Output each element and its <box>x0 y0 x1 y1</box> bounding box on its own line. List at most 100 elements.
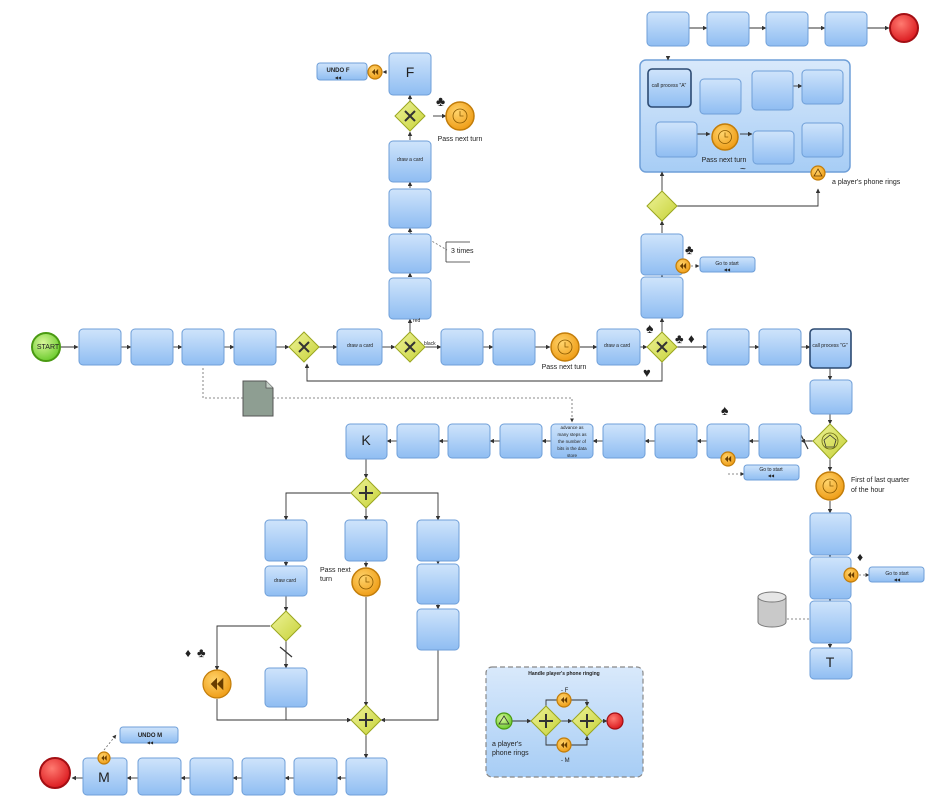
pass-turn-label-3: Pass next turn <box>702 157 747 164</box>
first-last-line-1: First of last quarter <box>851 477 910 484</box>
gateway-phone <box>646 190 678 222</box>
gateway-f-x-marker <box>404 110 416 122</box>
triangle-signal-icon <box>813 168 823 177</box>
task-main-7 <box>706 328 750 366</box>
go-start-event-2-rewind-icon <box>724 455 732 463</box>
three-times-label: 3 times <box>451 248 474 255</box>
task-right-1 <box>640 276 684 319</box>
flow-split-right <box>381 492 441 521</box>
gateway-main-1-x-marker <box>298 341 310 353</box>
first-last-line-2: of the hour <box>851 487 885 494</box>
turn-label: turn <box>320 576 332 583</box>
go-start-box-3 <box>868 566 925 583</box>
draw-card-label-lower: draw card <box>274 578 296 584</box>
task-desc-2 <box>809 512 852 556</box>
sub-undo-f-rewind-icon <box>560 696 568 704</box>
timer-pass-next-turn-lower-clock-hands <box>365 577 370 583</box>
sub-join-plus-marker <box>580 714 594 728</box>
timer-pass-turn-sub-clock-hands <box>724 132 729 138</box>
sub-undo-m-rewind-icon <box>560 741 568 749</box>
sequence-flows <box>61 25 890 781</box>
club-suit-lower: ♣ <box>197 645 206 660</box>
parallel-split-plus-marker <box>359 486 373 500</box>
phone-signal-icon <box>498 715 510 725</box>
diamond-suit-lower: ♦ <box>185 646 191 660</box>
timer-pass-turn-main-clock-hands <box>564 342 569 348</box>
task-k <box>345 423 388 460</box>
timer-first-last-quarter-clock-hands <box>829 481 834 487</box>
call-process-g-label: call process "G" <box>812 343 847 349</box>
advance-line-4: bits in the data <box>557 446 587 451</box>
task-ret-5 <box>499 423 543 459</box>
end-event-top <box>889 13 919 43</box>
assoc-doc-1 <box>202 368 243 399</box>
gateway-lower <box>270 610 302 642</box>
data-object <box>242 380 274 417</box>
spade-suit-lower: ♠ <box>721 402 729 418</box>
task-col-2 <box>388 233 432 274</box>
diamond-suit-main: ♦ <box>688 331 695 346</box>
task-main-3 <box>181 328 225 366</box>
task-right-lower-1 <box>416 519 460 562</box>
task-advance-steps <box>550 423 594 459</box>
sub-flow-6 <box>545 736 557 746</box>
phone-ring-event <box>810 165 826 181</box>
task-mid-1 <box>344 519 388 562</box>
phone-start-event <box>495 712 513 730</box>
task-main-8 <box>758 328 802 366</box>
go-start-box-1 <box>699 256 756 273</box>
task-col-1 <box>388 277 432 320</box>
task-draw-a-card-right <box>596 328 641 366</box>
flow-right-lower-3 <box>380 650 439 723</box>
task-left-2 <box>264 667 308 708</box>
tilde-marker: ~ <box>740 164 746 175</box>
task-bot-3 <box>241 757 286 796</box>
task-bot-5 <box>137 757 182 796</box>
task-main-5 <box>440 328 484 366</box>
task-ret-7 <box>396 423 440 459</box>
go-start-box-2 <box>743 464 800 481</box>
undo-m-glyph: ◀◀ <box>147 740 154 745</box>
pentagon-icon <box>823 434 837 448</box>
end-event-bottom <box>39 757 71 789</box>
task-draw-a-card-col <box>388 140 432 183</box>
task-ret-3 <box>654 423 698 459</box>
task-bot-4 <box>189 757 234 796</box>
advance-line-2: many steps as <box>557 432 587 437</box>
undo-f-box <box>316 62 368 81</box>
go-start-glyph-1: ◀◀ <box>724 267 731 272</box>
sub-split-plus-marker <box>539 714 553 728</box>
draw-card-label-right: draw a card <box>604 343 630 349</box>
task-sub-4 <box>801 69 844 105</box>
task-draw-a-card-main <box>336 328 383 366</box>
undo-m-box <box>119 726 179 744</box>
undo-f-glyph: ◀◀ <box>335 75 342 80</box>
draw-card-label-main: draw a card <box>347 343 373 349</box>
call-process-a-label: call process "A" <box>652 83 687 89</box>
undo-m-event-rewind-icon <box>101 755 107 761</box>
task-right-lower-3 <box>416 608 460 651</box>
task-main-2 <box>130 328 174 366</box>
event-gateway-ring <box>821 432 839 450</box>
assoc-doc-2 <box>273 397 574 423</box>
task-bot-2 <box>293 757 338 796</box>
task-top-4 <box>824 11 868 47</box>
heart-suit-main: ♥ <box>643 365 651 380</box>
go-start-label-3: Go to start <box>885 571 909 577</box>
flow-left-3 <box>214 625 270 671</box>
task-right-lower-2 <box>416 563 460 605</box>
task-ret-6 <box>447 423 491 459</box>
gateway-red-black-x-marker <box>404 341 416 353</box>
timer-pass-turn-f-clock-icon <box>452 108 468 124</box>
task-f <box>388 52 432 96</box>
start-label: START <box>37 344 60 351</box>
task-ret-1 <box>758 423 802 459</box>
task-call-process-g <box>809 328 852 369</box>
task-desc-1 <box>809 379 853 415</box>
gateway-suit-x-marker <box>656 341 668 353</box>
flow-undo-m <box>103 734 117 751</box>
task-top-1 <box>646 11 690 47</box>
start-event <box>31 332 61 362</box>
flow-heart-loop <box>304 362 663 382</box>
pass-turn-label-2: Pass next turn <box>542 364 587 371</box>
